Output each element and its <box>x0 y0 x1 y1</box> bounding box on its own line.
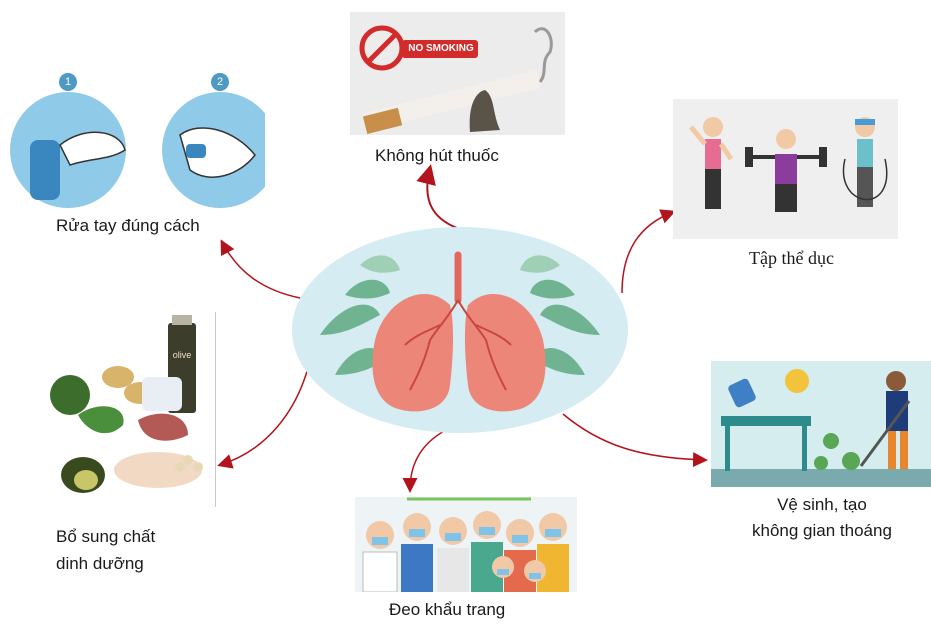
cleaning-image <box>711 361 931 487</box>
virus-icon <box>785 369 809 393</box>
weightlifter-icon <box>745 129 827 212</box>
person-mopping-icon <box>859 371 911 469</box>
exercise-image <box>673 99 898 239</box>
hand-wash-label: Rửa tay đúng cách <box>56 216 200 235</box>
people-with-masks-icon <box>362 511 569 592</box>
nutrition-label-line-1: Bổ sung chất <box>56 527 156 546</box>
cleaning-label: Vệ sinh, tạo không gian thoáng <box>752 492 892 544</box>
step-2-number: 2 <box>216 76 224 88</box>
arrow-to-mask <box>402 427 451 493</box>
arrow-to-exercise <box>621 209 676 294</box>
arrow-to-hand-wash <box>220 239 301 299</box>
nutrition-label: Bổ sung chất dinh dưỡng <box>56 523 155 577</box>
step-1-number: 1 <box>64 76 72 88</box>
meat-icon <box>138 413 188 441</box>
no-smoking-badge: NO SMOKING <box>408 43 474 54</box>
broccoli-icon <box>50 375 90 415</box>
table-icon <box>721 416 811 426</box>
figure-icon <box>469 90 500 132</box>
arrow-to-cleaning <box>562 413 708 468</box>
no-smoking-label: Không hút thuốc <box>375 146 499 165</box>
soap-bottle-icon <box>30 140 60 200</box>
lungs-icon <box>292 227 628 433</box>
cleaning-label-line-2: không gian thoáng <box>752 521 892 540</box>
arrow-to-nutrition <box>217 367 309 469</box>
arrow-to-no-smoking <box>416 164 458 229</box>
potato-icon <box>102 366 134 388</box>
nuts-icon <box>183 455 193 465</box>
mask-image <box>355 497 577 592</box>
cigarette-icon <box>363 70 541 131</box>
no-smoking-image: NO SMOKING <box>350 12 565 135</box>
chicken-breast-icon <box>114 452 202 488</box>
supplement-jar-icon <box>142 377 182 411</box>
center-lungs-illustration <box>290 225 630 435</box>
person-stretching-icon <box>689 117 734 209</box>
cleaning-label-line-1: Vệ sinh, tạo <box>777 495 867 514</box>
spray-bottle-icon <box>728 378 756 408</box>
nutrition-image: olive <box>48 315 216 505</box>
exercise-label: Tập thể dục <box>749 248 834 268</box>
nutrition-image-border <box>215 312 216 507</box>
hand-wash-image: 1 2 <box>10 70 265 210</box>
olive-bottle-text: olive <box>172 350 192 360</box>
jump-rope-icon <box>842 117 888 207</box>
mask-label: Đeo khẩu trang <box>389 600 506 619</box>
nutrition-label-line-2: dinh dưỡng <box>56 554 144 573</box>
hand-icon <box>59 131 126 166</box>
